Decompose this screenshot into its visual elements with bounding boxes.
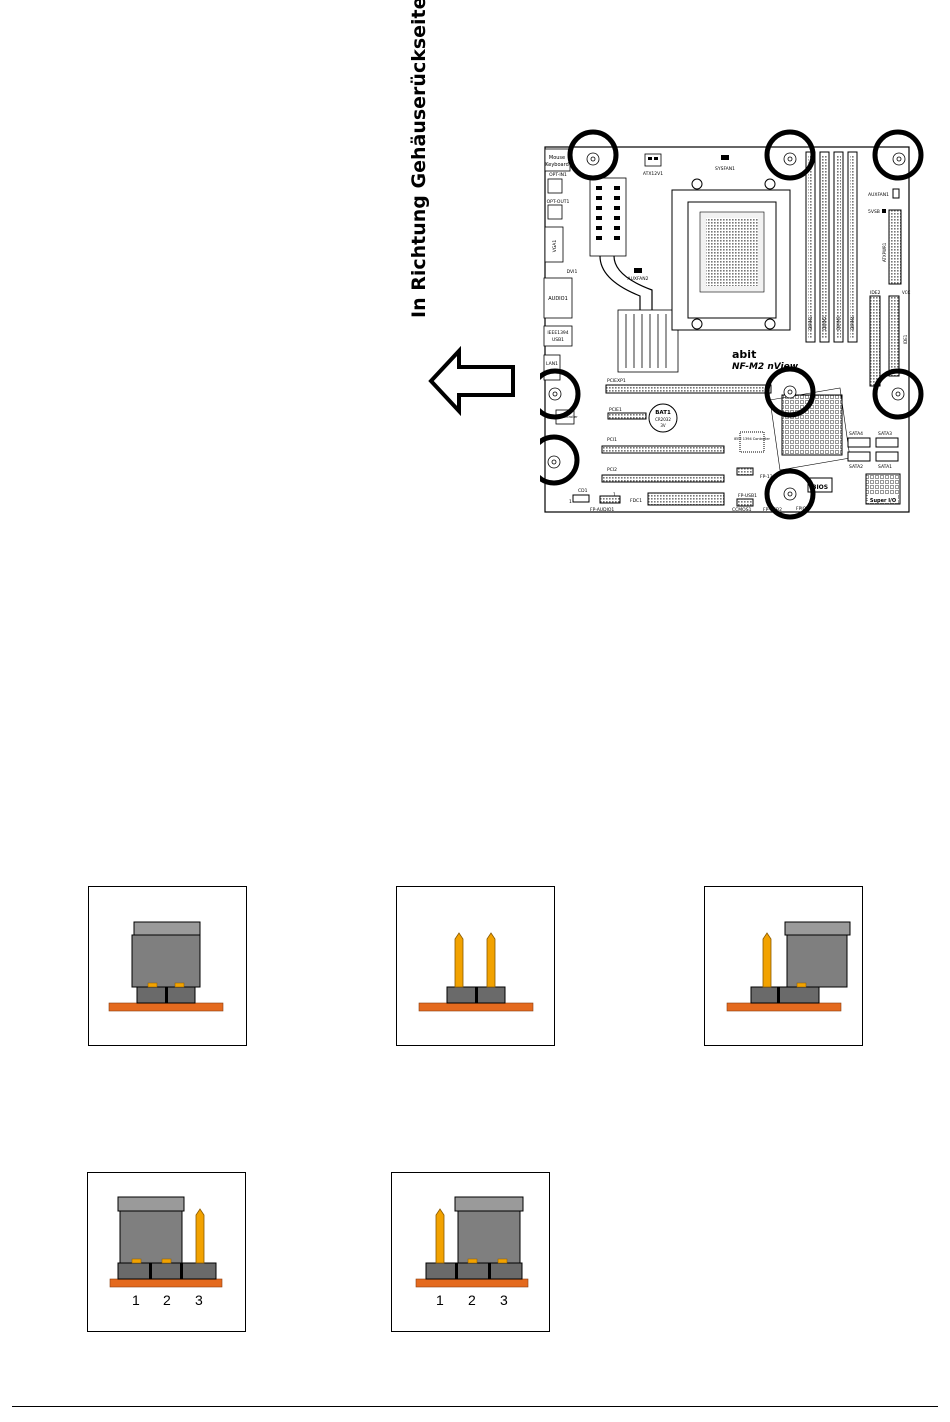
svg-text:VCC: VCC (902, 290, 911, 295)
jumper-panel-4: 1 2 3 (87, 1172, 246, 1332)
svg-text:1: 1 (569, 499, 572, 505)
mount-hole-marker (764, 366, 816, 418)
svg-text:3V: 3V (660, 423, 666, 428)
svg-text:SATA2: SATA2 (849, 464, 863, 470)
pin-label-3: 3 (195, 1292, 203, 1308)
mount-hole-marker (567, 129, 619, 181)
svg-text:IEEE 1394 Controller: IEEE 1394 Controller (734, 437, 771, 441)
svg-text:Mouse: Mouse (549, 155, 565, 161)
svg-text:AUXFAN2: AUXFAN2 (628, 276, 649, 282)
pin-label-1: 1 (132, 1292, 140, 1308)
jumper-panel-2 (396, 886, 555, 1046)
svg-text:FP-AUDIO1: FP-AUDIO1 (590, 507, 614, 513)
svg-text:DIMM2: DIMM2 (822, 316, 827, 330)
svg-text:ATX12V1: ATX12V1 (643, 171, 663, 177)
svg-text:AUDIO1: AUDIO1 (548, 296, 568, 302)
svg-text:CR2032: CR2032 (655, 417, 671, 422)
svg-text:IEEE1394: IEEE1394 (547, 330, 568, 336)
mount-hole-marker (872, 368, 924, 420)
pin-label-2: 2 (468, 1292, 476, 1308)
svg-text:abit: abit (732, 348, 756, 361)
svg-text:CD1: CD1 (578, 488, 588, 494)
svg-text:AUXFAN1: AUXFAN1 (868, 192, 889, 198)
left-arrow-icon (428, 345, 515, 417)
mount-hole-marker (764, 129, 816, 181)
svg-text:5VSB: 5VSB (868, 209, 880, 215)
svg-text:PCIE1: PCIE1 (609, 407, 622, 413)
mount-hole-marker (764, 468, 816, 520)
pin-label-1: 1 (436, 1292, 444, 1308)
pin-label-2: 2 (163, 1292, 171, 1308)
svg-text:DIMM3: DIMM3 (836, 316, 841, 330)
svg-text:FP-1394: FP-1394 (760, 474, 778, 480)
svg-text:1: 1 (613, 492, 616, 498)
svg-text:FP-USB1: FP-USB1 (738, 493, 757, 499)
svg-text:DIMM1: DIMM1 (808, 316, 813, 330)
svg-text:BAT1: BAT1 (655, 410, 671, 416)
mount-hole-marker (540, 368, 581, 420)
svg-text:ATXPWR1: ATXPWR1 (882, 242, 887, 262)
jumper-panel-1 (88, 886, 247, 1046)
svg-text:IDE1: IDE1 (903, 334, 908, 344)
svg-text:FPIO1: FPIO1 (796, 506, 809, 512)
svg-text:PCIEXP1: PCIEXP1 (607, 378, 626, 384)
svg-text:SATA3: SATA3 (878, 431, 892, 437)
svg-text:LAN1: LAN1 (546, 361, 558, 367)
svg-text:PCI1: PCI1 (607, 437, 617, 443)
svg-text:FDC1: FDC1 (630, 498, 642, 504)
svg-text:OPT-IN1: OPT-IN1 (549, 172, 567, 178)
svg-text:Super I/O: Super I/O (870, 498, 896, 504)
svg-text:VGA1: VGA1 (552, 240, 558, 253)
svg-text:IDE2: IDE2 (870, 290, 881, 296)
footer-rule (12, 1406, 938, 1407)
svg-text:DVI1: DVI1 (567, 269, 578, 275)
svg-text:PCI2: PCI2 (607, 467, 617, 473)
svg-text:BIOS: BIOS (812, 484, 828, 491)
svg-text:Keyboard: Keyboard (545, 162, 569, 168)
pin-label-3: 3 (500, 1292, 508, 1308)
mount-hole-marker (872, 129, 924, 181)
svg-text:USB1: USB1 (552, 337, 564, 343)
mount-hole-marker (540, 434, 580, 486)
svg-text:SYSFAN1: SYSFAN1 (715, 166, 735, 172)
jumper-panel-3 (704, 886, 863, 1046)
svg-text:DIMM4: DIMM4 (850, 316, 855, 330)
svg-text:SATA1: SATA1 (878, 464, 892, 470)
direction-label: In Richtung Gehäuserückseite. (408, 0, 430, 318)
svg-text:CCMOS1: CCMOS1 (732, 507, 752, 513)
svg-text:OPT-OUT1: OPT-OUT1 (547, 199, 570, 205)
motherboard-layout: Mouse Keyboard OPT-IN1 OPT-OUT1 VGA1 DVI… (540, 129, 924, 520)
jumper-panel-5: 1 2 3 (391, 1172, 550, 1332)
svg-text:NF-M2 nView: NF-M2 nView (732, 362, 799, 372)
svg-text:SATA4: SATA4 (849, 431, 863, 437)
